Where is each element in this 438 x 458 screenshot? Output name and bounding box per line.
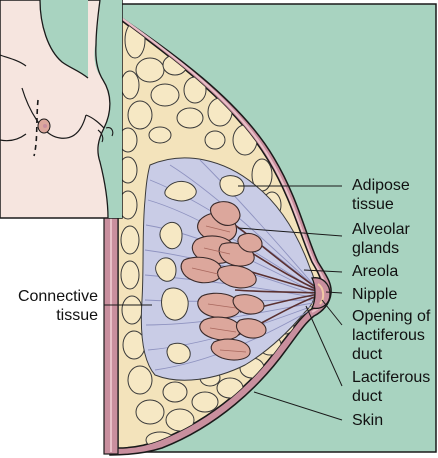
label-lactiferous-duct: Lactiferous duct bbox=[352, 369, 431, 405]
fat-island bbox=[159, 221, 183, 250]
label-areola: Areola bbox=[352, 263, 399, 280]
fat-island bbox=[164, 181, 197, 202]
label-opening-of-lactiferous-duct: Opening of lactiferous duct bbox=[352, 308, 431, 363]
label-alveolar-glands: Alveolar glands bbox=[352, 221, 410, 257]
label-nipple: Nipple bbox=[352, 286, 398, 303]
fat-island bbox=[155, 257, 177, 282]
label-connective-tissue: Connective tissue bbox=[17, 288, 98, 324]
fat-island bbox=[166, 342, 191, 364]
nipple bbox=[311, 277, 331, 310]
leader-lines bbox=[104, 185, 343, 421]
label-skin: Skin bbox=[352, 412, 384, 429]
fat-island bbox=[219, 175, 245, 197]
inset-torso-figure bbox=[0, 0, 123, 219]
label-adipose-tissue: Adipose tissue bbox=[352, 177, 410, 213]
fat-island bbox=[161, 287, 189, 321]
